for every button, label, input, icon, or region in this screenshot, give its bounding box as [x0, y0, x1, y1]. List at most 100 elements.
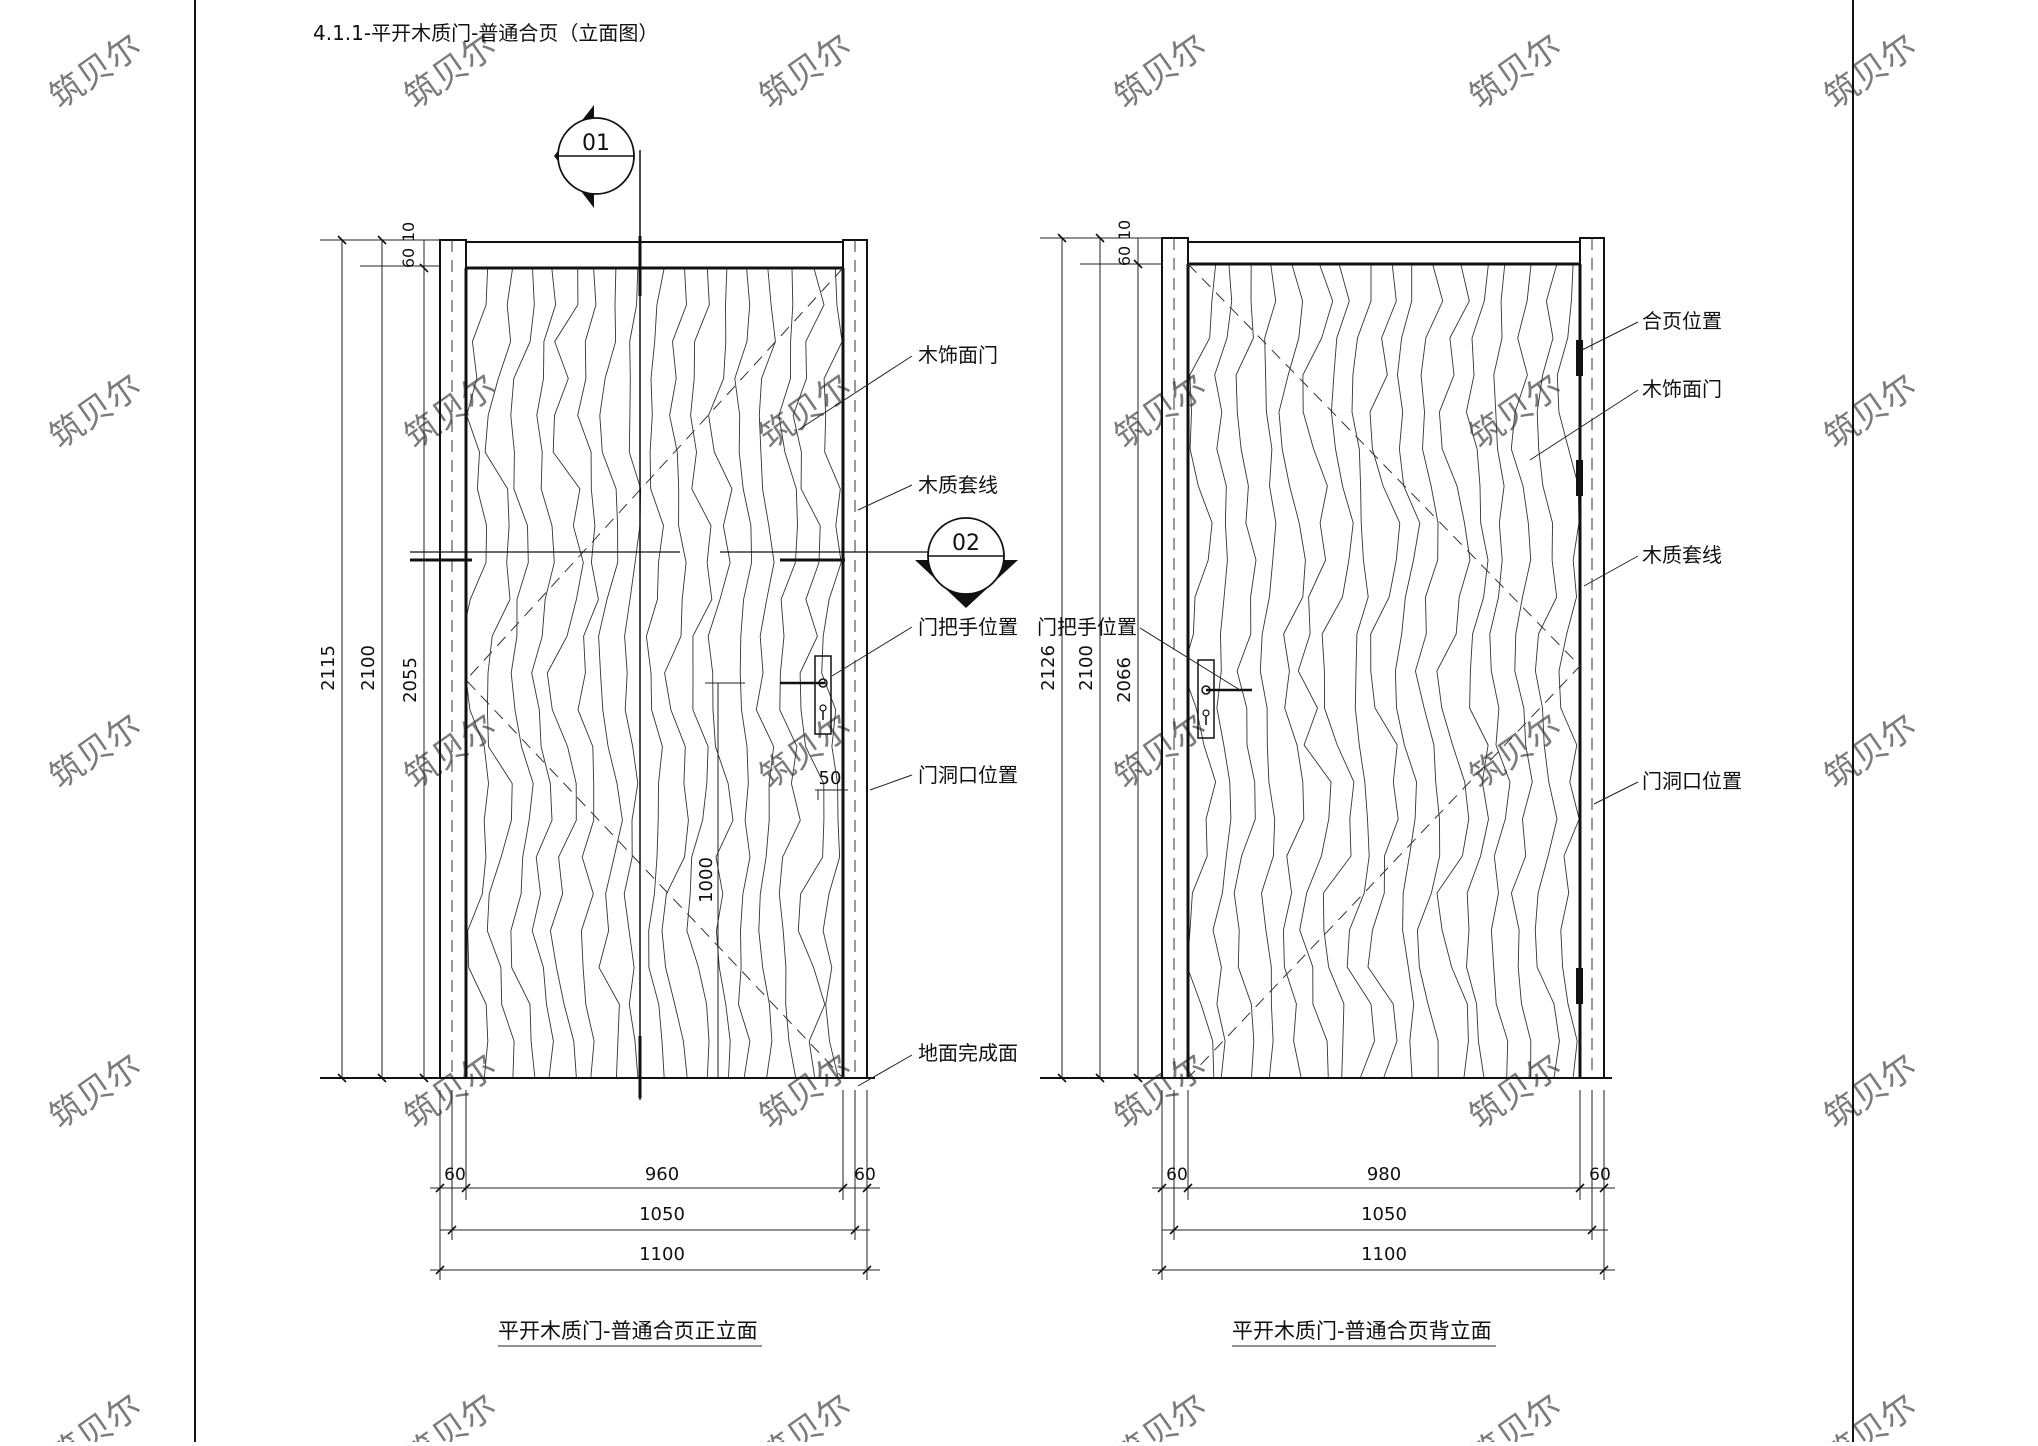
svg-text:980: 980	[1367, 1164, 1401, 1185]
front-height-dimensions: 2115 2100 2055 60 10	[318, 222, 440, 1083]
wood-grain-line	[1414, 264, 1444, 1078]
svg-text:60: 60	[1115, 246, 1134, 266]
watermark-logo: 筑贝尔	[397, 1046, 503, 1137]
watermark-logo: 筑贝尔	[1817, 706, 1923, 797]
watermark-logo: 筑贝尔	[1462, 1046, 1568, 1137]
front-elevation: 1000 50 2115 2100 2055 60 10	[318, 150, 1018, 1347]
watermark-logo: 筑贝尔	[1817, 1046, 1923, 1137]
label-opening: 门洞口位置	[918, 763, 1018, 787]
watermark-logo: 筑贝尔	[42, 366, 148, 457]
wood-grain-line	[1346, 264, 1375, 1078]
back-hinges	[1576, 340, 1583, 1004]
front-callouts: 木饰面门 木质套线 门把手位置 门洞口位置 地面完成面	[797, 343, 1018, 1087]
wood-grain-line	[1297, 264, 1334, 1078]
svg-text:60: 60	[444, 1165, 466, 1185]
wood-grain-line	[466, 268, 489, 1078]
page-title: 4.1.1-平开木质门-普通合页（立面图）	[313, 21, 658, 45]
section-marker-01: 01	[554, 105, 635, 208]
wood-grain-line	[546, 268, 584, 1078]
wood-grain-line	[1278, 264, 1306, 1078]
wood-grain-line	[1489, 264, 1511, 1078]
watermark-logo: 筑贝尔	[1462, 706, 1568, 797]
watermark-logo: 筑贝尔	[1107, 1386, 1213, 1442]
wood-grain-line	[707, 268, 734, 1078]
wood-grain-line	[1321, 264, 1355, 1078]
back-elevation-title: 平开木质门-普通合页背立面	[1232, 1319, 1492, 1343]
wood-grain-line	[1436, 264, 1471, 1078]
wood-grain-line	[1465, 264, 1489, 1078]
svg-text:2100: 2100	[1076, 645, 1097, 691]
back-elevation: 2126 2100 2066 60 10 60 980 60 1050 1	[1037, 220, 1742, 1347]
watermark-logo: 筑贝尔	[1817, 26, 1923, 117]
front-elevation-title: 平开木质门-普通合页正立面	[498, 1319, 758, 1343]
back-door-handle	[1197, 659, 1252, 739]
wood-grain-line	[792, 268, 826, 1078]
front-width-dimensions: 60 960 60 1050 1100	[430, 1090, 880, 1280]
back-left-casing	[1161, 237, 1189, 1079]
front-door-handle	[780, 655, 832, 735]
wood-grain-line	[755, 268, 776, 1078]
front-wood-grain	[466, 268, 843, 1078]
back-callouts: 合页位置 木饰面门 木质套线 门把手位置 门洞口位置	[1037, 309, 1742, 805]
wood-grain-line	[1367, 264, 1401, 1078]
svg-text:1100: 1100	[1361, 1244, 1407, 1265]
wood-grain-line	[484, 268, 515, 1078]
svg-text:1050: 1050	[1361, 1204, 1407, 1225]
wood-grain-line	[510, 268, 536, 1078]
watermark-logo: 筑贝尔	[752, 26, 858, 117]
watermark-logo: 筑贝尔	[42, 26, 148, 117]
wood-grain-line	[1259, 264, 1277, 1078]
wood-grain-line	[1212, 264, 1233, 1078]
wood-grain-line	[661, 268, 689, 1078]
svg-text:2126: 2126	[1038, 645, 1059, 691]
svg-text:60: 60	[399, 248, 418, 268]
svg-text:02: 02	[952, 531, 980, 556]
wood-grain-line	[821, 268, 843, 1078]
label-floor: 地面完成面	[918, 1041, 1018, 1065]
wood-grain-line	[577, 268, 599, 1078]
wood-grain-line	[1233, 264, 1257, 1078]
wood-grain-line	[645, 268, 665, 1078]
wood-grain-line	[1556, 264, 1580, 1078]
watermark-logo: 筑贝尔	[1107, 1046, 1213, 1137]
svg-text:2100: 2100	[358, 645, 379, 691]
svg-text:门洞口位置: 门洞口位置	[1642, 769, 1742, 793]
svg-text:木饰面门: 木饰面门	[1642, 377, 1722, 401]
wood-grain-line	[778, 268, 801, 1078]
watermark-logo: 筑贝尔	[1107, 26, 1213, 117]
label-handle: 门把手位置	[918, 615, 1018, 639]
wood-grain-line	[686, 268, 713, 1078]
back-height-dimensions: 2126 2100 2066 60 10	[1038, 220, 1162, 1083]
svg-text:60: 60	[1166, 1165, 1188, 1185]
wood-grain-line	[1510, 264, 1533, 1078]
svg-text:01: 01	[582, 131, 610, 156]
svg-text:2066: 2066	[1114, 657, 1135, 703]
watermark-logo: 筑贝尔	[1107, 366, 1213, 457]
svg-text:1050: 1050	[639, 1204, 685, 1225]
watermark-logo: 筑贝尔	[752, 1386, 858, 1442]
watermark-logo: 筑贝尔	[1817, 366, 1923, 457]
svg-text:门把手位置: 门把手位置	[1037, 615, 1137, 639]
watermark-logo: 筑贝尔	[42, 1046, 148, 1137]
watermark-logo: 筑贝尔	[397, 1386, 503, 1442]
front-handle-offset: 50	[819, 768, 842, 789]
wood-grain-line	[531, 268, 557, 1078]
front-left-casing	[439, 239, 467, 1079]
back-width-dimensions: 60 980 60 1050 1100	[1152, 1090, 1615, 1280]
watermark-logo: 筑贝尔	[397, 366, 503, 457]
svg-text:60: 60	[854, 1165, 876, 1185]
svg-text:合页位置: 合页位置	[1642, 309, 1722, 333]
svg-text:2055: 2055	[400, 657, 421, 703]
wood-grain-line	[598, 268, 623, 1078]
watermark-logo: 筑贝尔	[42, 706, 148, 797]
section-marker-02: 02	[915, 517, 1018, 608]
svg-text:2115: 2115	[318, 645, 339, 691]
label-casing: 木质套线	[918, 473, 998, 497]
svg-text:1100: 1100	[639, 1244, 685, 1265]
svg-text:10: 10	[399, 222, 418, 242]
watermark-logo: 筑贝尔	[42, 1386, 148, 1442]
watermark-logo: 筑贝尔	[1462, 1386, 1568, 1442]
svg-text:10: 10	[1115, 220, 1134, 240]
